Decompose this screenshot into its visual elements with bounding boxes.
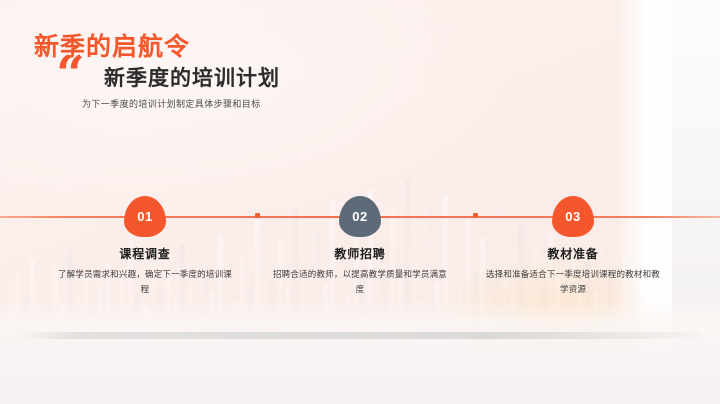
background-bar (217, 234, 223, 330)
background-bar (67, 250, 73, 330)
background-bar (292, 210, 298, 330)
step-title-2: 教师招聘 (334, 247, 386, 261)
background-bar (330, 200, 336, 330)
background-bar (600, 246, 606, 330)
background-bar (427, 204, 433, 330)
background-bar (570, 252, 576, 330)
foreground-ledge (18, 332, 700, 339)
background-bar (390, 212, 396, 330)
background-bar (517, 226, 523, 330)
background-bar (202, 266, 208, 330)
background-bar (450, 258, 456, 330)
page-description: 为下一季度的培训计划制定具体步骤和目标 (82, 99, 261, 109)
step-number-1: 01 (137, 209, 153, 224)
background-bar (352, 222, 358, 330)
page-eyebrow-title: 新季的启航令 (34, 33, 191, 61)
step-description-2: 招聘合适的教师，以提高教学质量和学员满意度 (272, 269, 447, 294)
background-bar (30, 260, 36, 330)
step-title-3: 教材准备 (547, 247, 599, 261)
background-bar (127, 240, 133, 330)
bottom-haze (0, 300, 720, 404)
background-bar (502, 264, 508, 330)
quote-icon: “ (56, 44, 85, 103)
background-bar (547, 232, 553, 330)
background-bar (337, 268, 343, 330)
background-bar (315, 230, 321, 330)
step-title-1: 课程调查 (119, 247, 171, 261)
background-bar (442, 196, 448, 330)
background-bar (532, 244, 538, 330)
background-bar (480, 238, 486, 330)
background-bar (585, 262, 591, 330)
step-marker-1[interactable]: 01 (124, 196, 166, 237)
step-marker-2[interactable]: 02 (339, 196, 381, 237)
background-bar (375, 260, 381, 330)
background-bar (150, 256, 156, 330)
step-number-3: 03 (565, 209, 581, 224)
background-bar (255, 220, 261, 330)
background-bar (405, 180, 411, 330)
background-bar (277, 242, 283, 330)
background-bar (465, 218, 471, 330)
timeline-dot-1 (255, 213, 260, 218)
background-bar (240, 258, 246, 330)
timeline-dot-2 (473, 213, 478, 218)
step-number-2: 02 (352, 209, 368, 224)
background-bar (495, 206, 501, 330)
background-bar (105, 264, 111, 330)
step-marker-3[interactable]: 03 (552, 196, 594, 237)
step-description-3: 选择和准备适合下一季度培训课程的教材和教学资源 (485, 269, 660, 294)
background-bar (180, 244, 186, 330)
background-bar (412, 266, 418, 330)
background-bar (367, 190, 373, 330)
step-description-1: 了解学员需求和兴趣，确定下一季度的培训课程 (57, 269, 232, 294)
page-title: 新季度的培训计划 (104, 67, 280, 90)
background-bar (52, 268, 58, 330)
